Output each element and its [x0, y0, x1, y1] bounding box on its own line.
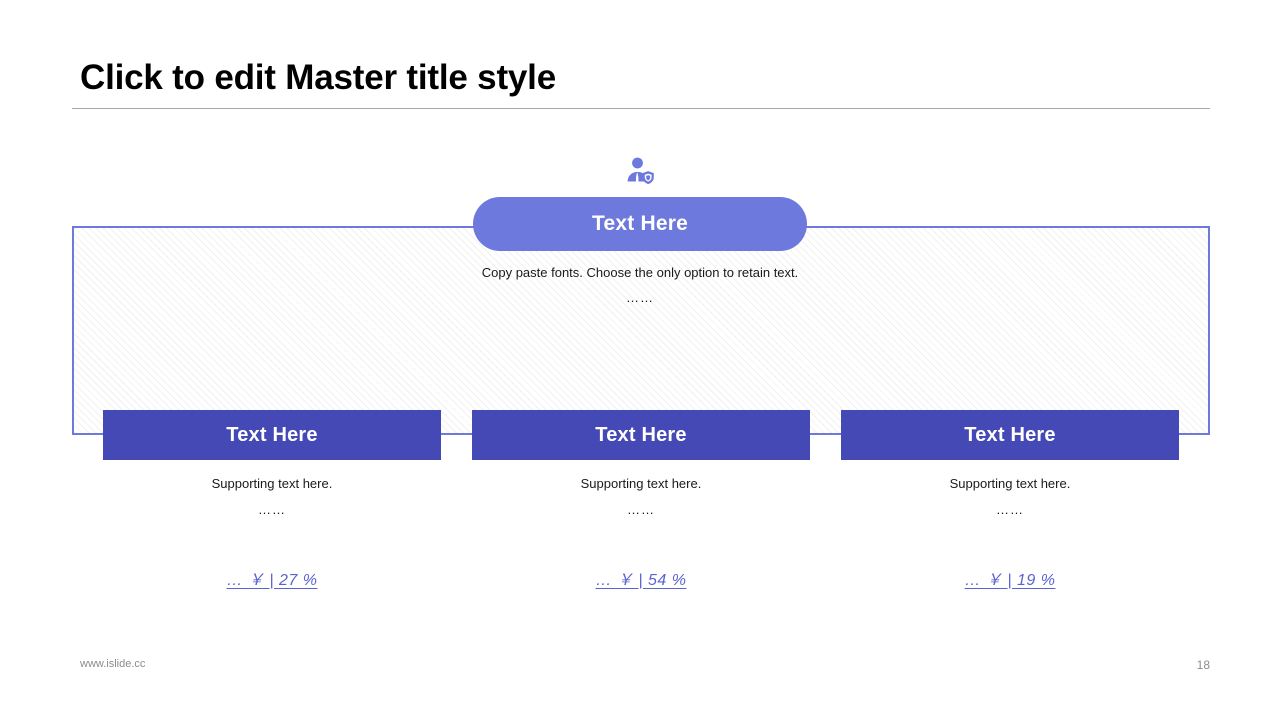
column-3: Text Here Supporting text here. …… … ￥ |…	[841, 410, 1179, 590]
column-2-header[interactable]: Text Here	[472, 410, 810, 460]
hero-pill-label: Text Here	[592, 212, 688, 235]
column-1-subtext[interactable]: Supporting text here.	[211, 476, 333, 491]
title-divider	[72, 108, 1210, 109]
hero-pill[interactable]: Text Here	[473, 197, 807, 251]
user-shield-icon	[615, 152, 665, 192]
column-2: Text Here Supporting text here. …… … ￥ |…	[472, 410, 810, 590]
hero-dots[interactable]: ……	[626, 290, 654, 305]
column-1: Text Here Supporting text here. …… … ￥ |…	[103, 410, 441, 590]
footer-page-number: 18	[1196, 658, 1210, 672]
column-1-link[interactable]: … ￥ | 27 %	[226, 572, 318, 589]
column-2-dots[interactable]: ……	[627, 502, 655, 517]
column-group: Text Here Supporting text here. …… … ￥ |…	[72, 410, 1210, 640]
column-1-link-wrap: … ￥ | 27 %	[103, 566, 441, 590]
page-title[interactable]: Click to edit Master title style	[80, 58, 556, 97]
column-1-header[interactable]: Text Here	[103, 410, 441, 460]
column-2-heading: Text Here	[595, 423, 687, 446]
footer-url[interactable]: www.islide.cc	[80, 658, 146, 670]
column-3-link[interactable]: … ￥ | 19 %	[964, 572, 1056, 589]
hero-description[interactable]: Copy paste fonts. Choose the only option…	[481, 265, 799, 280]
column-3-subtext[interactable]: Supporting text here.	[949, 476, 1071, 491]
column-2-link-wrap: … ￥ | 54 %	[472, 566, 810, 590]
column-3-heading: Text Here	[964, 423, 1056, 446]
hero-panel	[72, 226, 1210, 435]
column-3-dots[interactable]: ……	[996, 502, 1024, 517]
column-3-header[interactable]: Text Here	[841, 410, 1179, 460]
column-2-subtext[interactable]: Supporting text here.	[580, 476, 702, 491]
column-2-link[interactable]: … ￥ | 54 %	[595, 572, 687, 589]
column-3-link-wrap: … ￥ | 19 %	[841, 566, 1179, 590]
column-1-dots[interactable]: ……	[258, 502, 286, 517]
column-1-heading: Text Here	[226, 423, 318, 446]
